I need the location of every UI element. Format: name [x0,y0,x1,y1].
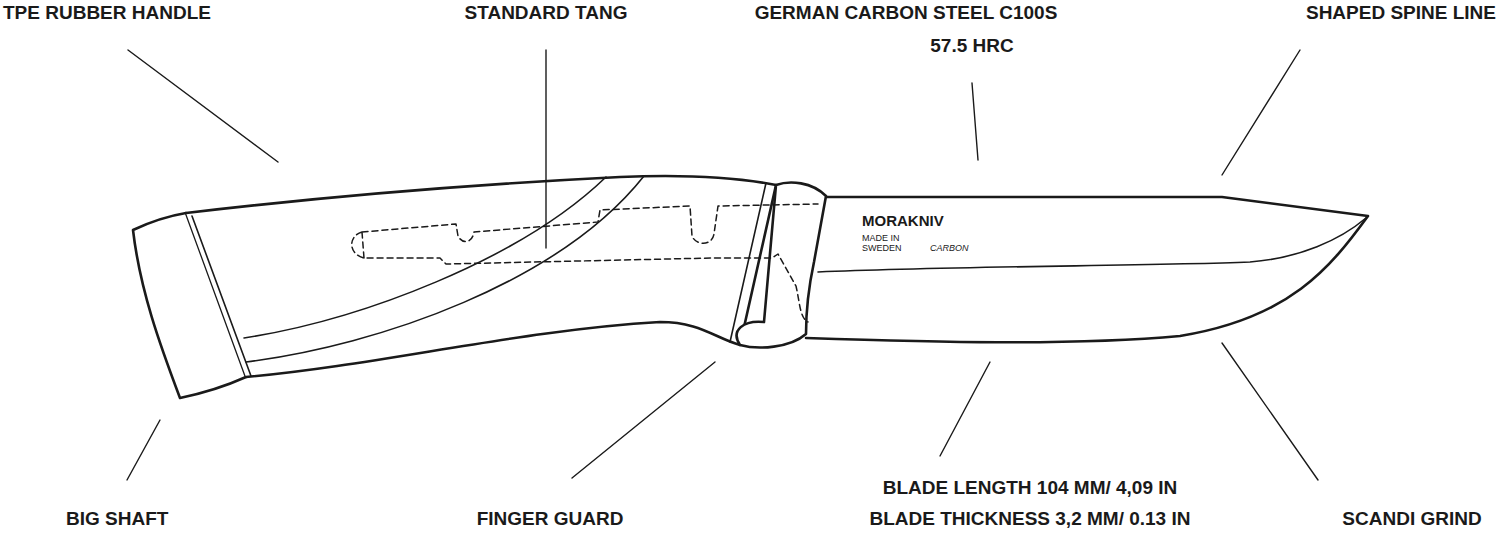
callout-label: 57.5 HRC [930,35,1013,57]
callout-label: TPE RUBBER HANDLE [3,2,211,24]
callout-label: GERMAN CARBON STEEL C100S [755,2,1058,24]
grip-line [244,177,606,338]
finger-guard-outline [737,183,826,348]
callout-label: STANDARD TANG [465,2,628,24]
callout-label: SCANDI GRIND [1342,508,1481,530]
handle-seam [192,216,251,376]
blade-logo: MORAKNIV [862,212,944,229]
tang-outline [352,204,818,322]
callout-label: SHAPED SPINE LINE [1306,2,1496,24]
grip-line [246,176,644,362]
callout-label: BIG SHAFT [66,508,168,530]
callout-label: BLADE LENGTH 104 MM/ 4,09 IN [883,477,1178,499]
blade-marking: MADE IN [862,233,900,243]
blade-outline [806,197,1368,342]
blade-marking: CARBON [930,243,969,253]
callout-label: BLADE THICKNESS 3,2 MM/ 0.13 IN [870,508,1191,530]
callout-label: FINGER GUARD [477,508,624,530]
grip-line [730,183,766,342]
blade-marking: SWEDEN [862,243,902,253]
leader-lines [127,50,1318,480]
